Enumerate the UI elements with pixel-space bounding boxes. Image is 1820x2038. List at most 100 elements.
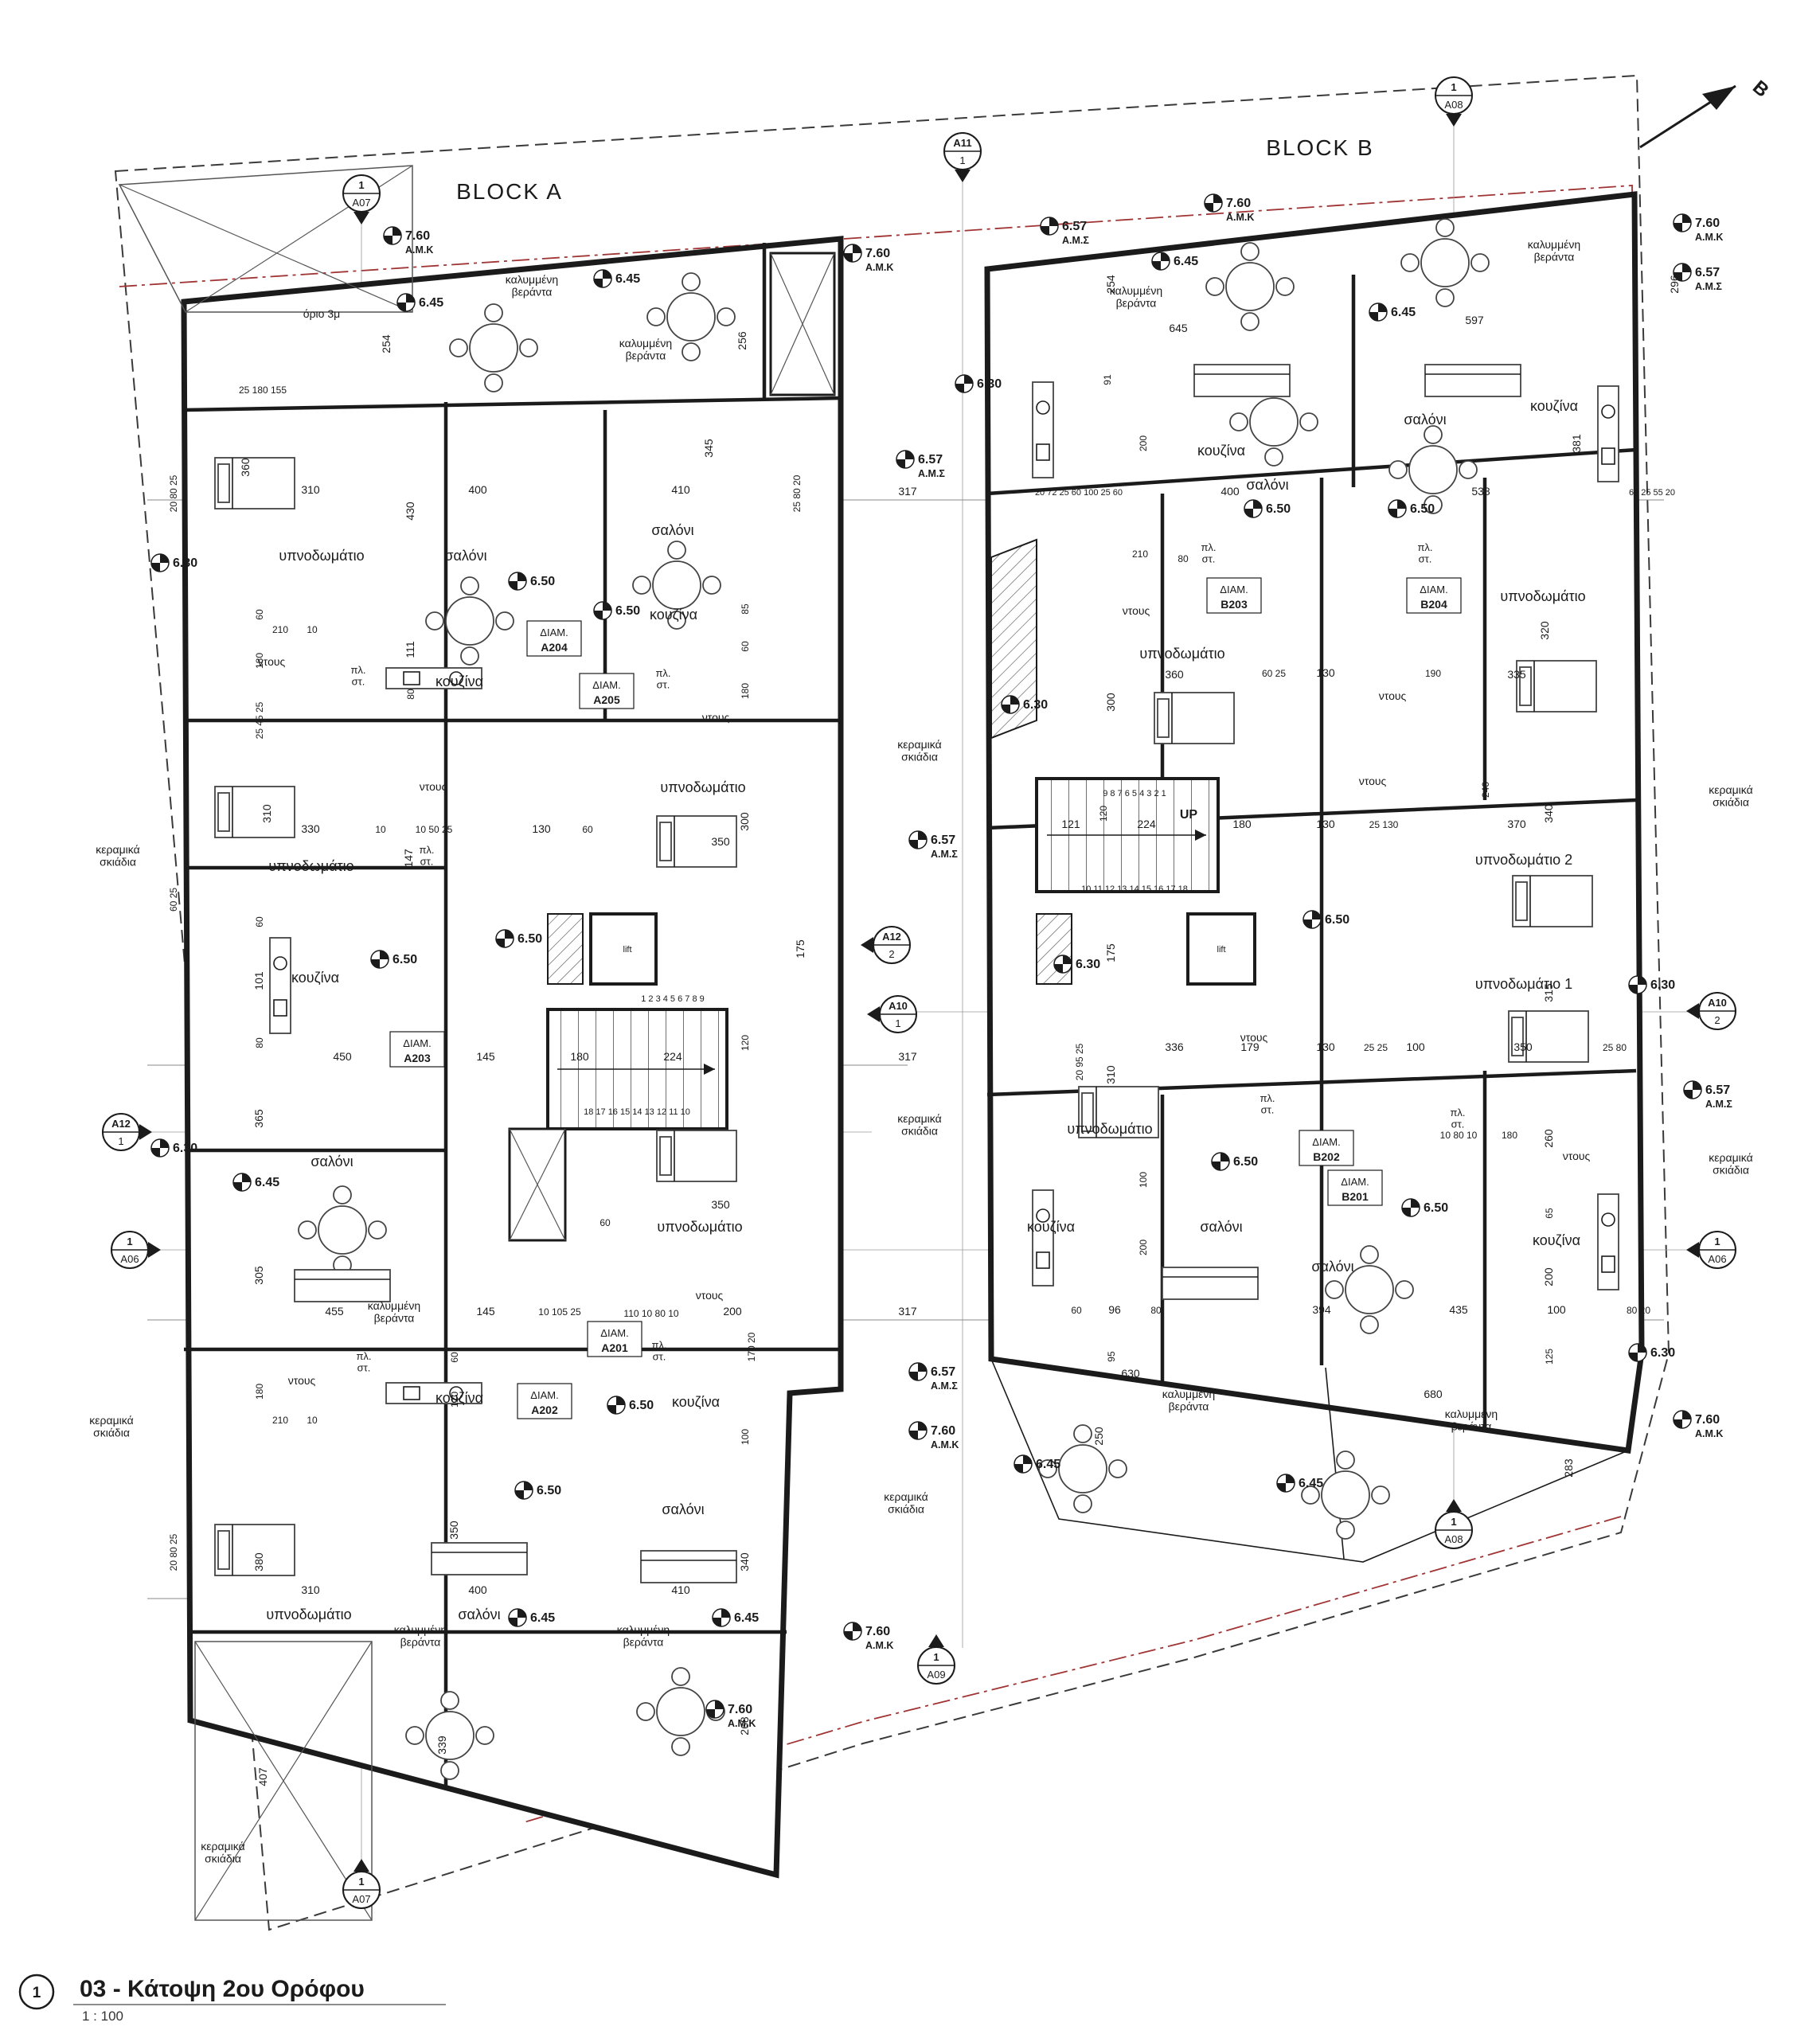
level-marker: 6.45: [1013, 1454, 1060, 1474]
apartment-label: ΔΙΑΜ.A201: [587, 1321, 642, 1357]
level-marker: 7.60A.M.K: [843, 1622, 893, 1651]
plan-annotation: 10 105 25: [538, 1306, 581, 1318]
plan-annotation: κουζίνα: [672, 1394, 720, 1410]
plan-annotation: 400: [1220, 485, 1240, 498]
plan-annotation: 317: [898, 1305, 917, 1318]
plan-annotation: 410: [671, 1583, 690, 1596]
plan-annotation: 80: [405, 689, 416, 700]
plan-annotation: πλ.στ.: [655, 667, 670, 691]
apartment-label: ΔΙΑΜ.B203: [1206, 577, 1262, 614]
plan-annotation: 224: [663, 1050, 682, 1063]
stairs-b: [1035, 777, 1256, 986]
block-b-hatched-wall: [990, 538, 1037, 740]
plan-annotation: lift: [623, 945, 632, 955]
plan-annotation: 60: [600, 1217, 611, 1228]
plan-annotation: ντους: [696, 1289, 724, 1302]
svg-text:A.M.K: A.M.K: [1226, 212, 1254, 223]
level-marker: 6.50: [1244, 499, 1291, 518]
plan-annotation: 315: [1542, 983, 1555, 1002]
level-markers-layer: 7.60A.M.K6.456.457.60A.M.K6.57A.M.Σ7.60A…: [150, 193, 1732, 1729]
plan-annotation: 180: [254, 653, 265, 669]
plan-annotation: 65: [1544, 1208, 1555, 1219]
plan-annotation: ντους: [1240, 1031, 1268, 1044]
svg-text:6.45: 6.45: [1299, 1477, 1323, 1490]
plan-annotation: ντους: [1123, 604, 1150, 617]
plan-annotation: πλ.στ.: [1450, 1107, 1465, 1130]
svg-text:6.50: 6.50: [393, 953, 417, 966]
block-a: [181, 236, 844, 1879]
plan-annotation: 350: [711, 835, 730, 848]
plan-annotation: 645: [1169, 322, 1188, 334]
svg-text:6.50: 6.50: [1325, 913, 1349, 927]
bed: [1154, 692, 1235, 744]
plan-annotation: 180: [570, 1050, 589, 1063]
bed: [214, 786, 295, 838]
plan-annotation: ντους: [258, 655, 286, 668]
svg-text:6.57: 6.57: [1705, 1083, 1730, 1097]
plan-annotation: κουζίνα: [1027, 1219, 1075, 1235]
svg-text:A07: A07: [352, 197, 370, 209]
svg-text:ΔΙΑΜ.: ΔΙΑΜ.: [592, 679, 620, 691]
level-marker: 6.50: [508, 572, 555, 591]
svg-text:ΔΙΑΜ.: ΔΙΑΜ.: [1312, 1136, 1340, 1148]
site-boundary: [114, 74, 1670, 1931]
svg-text:A06: A06: [1708, 1253, 1726, 1265]
stairs-a: [546, 912, 728, 1130]
svg-text:6.50: 6.50: [530, 575, 555, 588]
plan-annotation: 145: [476, 1305, 495, 1318]
plan-annotation: σαλόνι: [1311, 1259, 1353, 1275]
svg-text:A.M.Σ: A.M.Σ: [1705, 1099, 1732, 1110]
level-marker: 7.60A.M.K: [705, 1700, 756, 1729]
plan-annotation: 180: [740, 683, 751, 699]
sofa: [640, 1550, 737, 1583]
plan-annotation: υπνοδωμάτιο: [657, 1219, 742, 1235]
plan-annotation: πλ.στ.: [651, 1339, 666, 1363]
plan-annotation: 400: [468, 1583, 487, 1596]
plan-annotation: υπνοδωμάτιο: [1067, 1121, 1152, 1137]
title-block: 1 03 - Κάτοψη 2ου Ορόφου 1 : 100: [18, 1974, 446, 2024]
level-marker: 6.50: [495, 929, 542, 948]
plan-annotation: 100: [1406, 1040, 1425, 1053]
level-marker: 6.45: [1276, 1474, 1323, 1493]
svg-text:ΔΙΑΜ.: ΔΙΑΜ.: [600, 1327, 628, 1339]
svg-text:6.57: 6.57: [1695, 266, 1720, 279]
plan-annotation: 407: [256, 1767, 269, 1786]
apartment-label: ΔΙΑΜ.B202: [1299, 1130, 1354, 1166]
svg-text:1: 1: [1451, 1516, 1456, 1528]
svg-text:A204: A204: [541, 641, 568, 654]
plan-annotation: υπνοδωμάτιο: [268, 858, 353, 874]
svg-text:6.30: 6.30: [1650, 978, 1675, 992]
plan-annotation: 18 17 16 15 14 13 12 11 10: [584, 1107, 690, 1117]
block-a-shafts: [508, 252, 836, 1242]
svg-text:ΔΙΑΜ.: ΔΙΑΜ.: [530, 1389, 558, 1401]
plan-annotation: 360: [239, 458, 252, 477]
plan-annotation: lift: [1217, 945, 1226, 955]
plan-annotation: 120: [449, 1392, 460, 1407]
level-marker: 7.60A.M.K: [1204, 193, 1254, 223]
level-marker: 6.30: [955, 374, 1002, 393]
plan-annotation: 20 72 25 60 100 25 60: [1035, 488, 1123, 498]
plan-annotation: πλ.στ.: [419, 844, 434, 868]
svg-text:ΔΙΑΜ.: ΔΙΑΜ.: [1220, 584, 1248, 595]
level-marker: 6.57A.M.Σ: [896, 450, 945, 479]
plan-annotation: κουζίνα: [1197, 443, 1245, 459]
plan-annotation: 60: [1071, 1305, 1082, 1316]
plan-annotation: 350: [447, 1521, 460, 1540]
plan-annotation: 260: [1542, 1129, 1555, 1148]
plan-annotation: 111: [404, 641, 416, 658]
plan-annotation: υπνοδωμάτιο 1: [1475, 976, 1572, 992]
svg-text:6.50: 6.50: [1424, 1201, 1448, 1215]
apartment-label: ΔΙΑΜ.A205: [579, 673, 635, 709]
plan-annotation: 179: [1240, 1040, 1260, 1053]
plan-annotation: σαλόνι: [310, 1154, 353, 1169]
level-marker: 6.57A.M.Σ: [908, 830, 958, 860]
plan-annotation: 597: [1465, 314, 1484, 326]
plan-annotation: 240: [1480, 782, 1491, 798]
level-marker: 6.45: [593, 269, 640, 288]
